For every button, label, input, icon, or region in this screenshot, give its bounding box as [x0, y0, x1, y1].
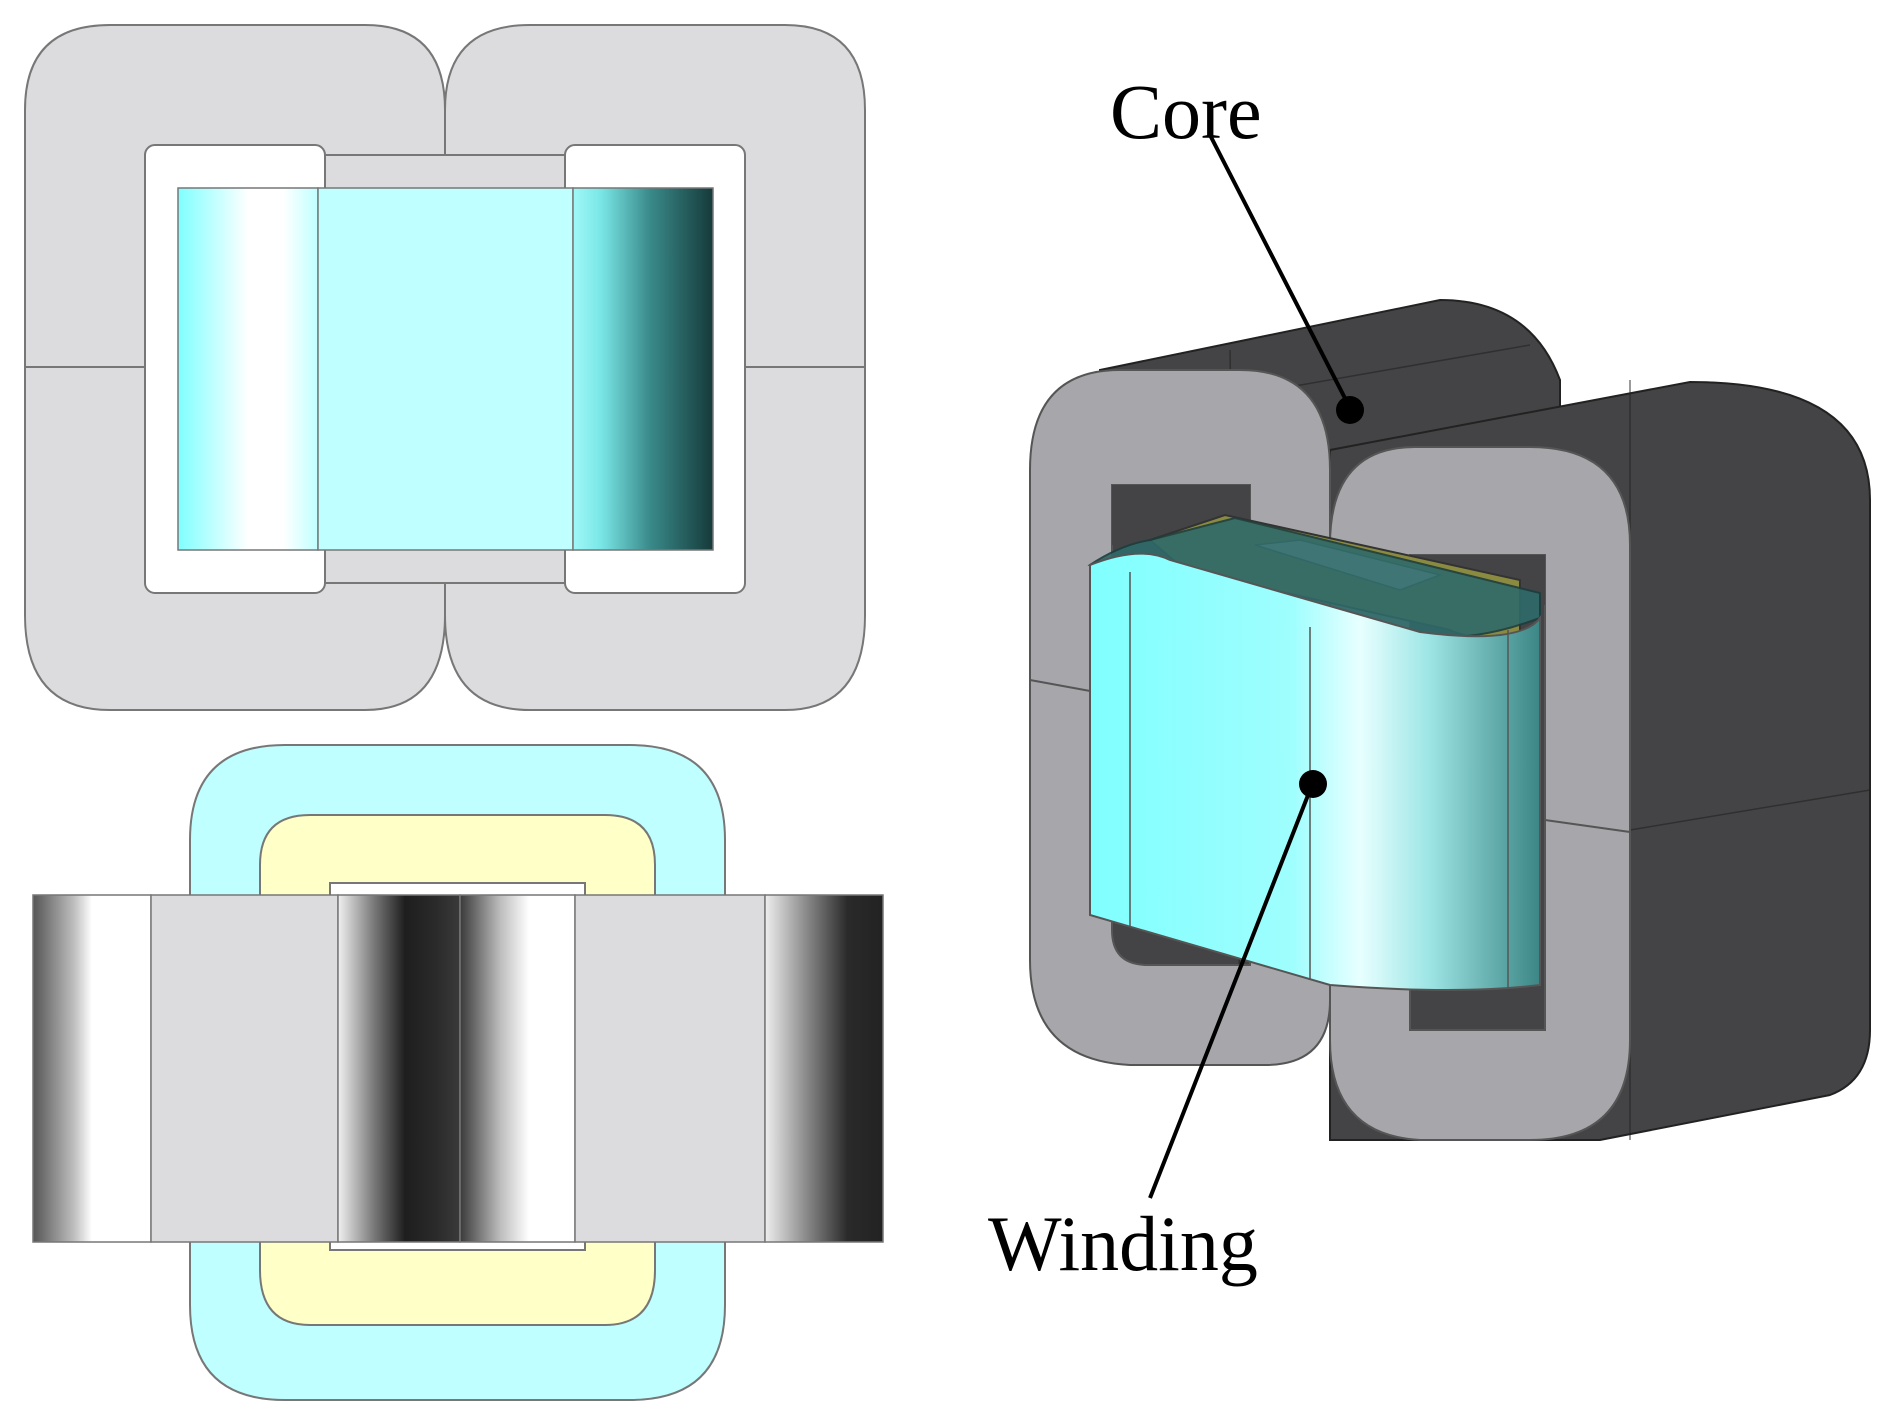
core-label: Core — [1110, 68, 1262, 155]
iso-view — [1029, 298, 1871, 1141]
front-winding-right — [572, 187, 714, 551]
core-leader-dot — [1336, 396, 1364, 424]
winding-leader-dot — [1299, 770, 1327, 798]
top-view — [32, 744, 884, 1401]
core-callout: Core — [1110, 68, 1364, 424]
top-core-seg-4 — [459, 894, 576, 1243]
front-winding-left — [177, 187, 319, 551]
front-winding-center — [317, 187, 574, 551]
front-view — [24, 24, 866, 711]
top-core-seg-3 — [337, 894, 461, 1243]
top-core-seg-6 — [764, 894, 884, 1243]
winding-label: Winding — [988, 1200, 1258, 1287]
top-core-seg-5 — [574, 894, 766, 1243]
top-core-seg-1 — [32, 894, 152, 1243]
winding-callout: Winding — [988, 770, 1327, 1287]
top-core-seg-2 — [150, 894, 339, 1243]
